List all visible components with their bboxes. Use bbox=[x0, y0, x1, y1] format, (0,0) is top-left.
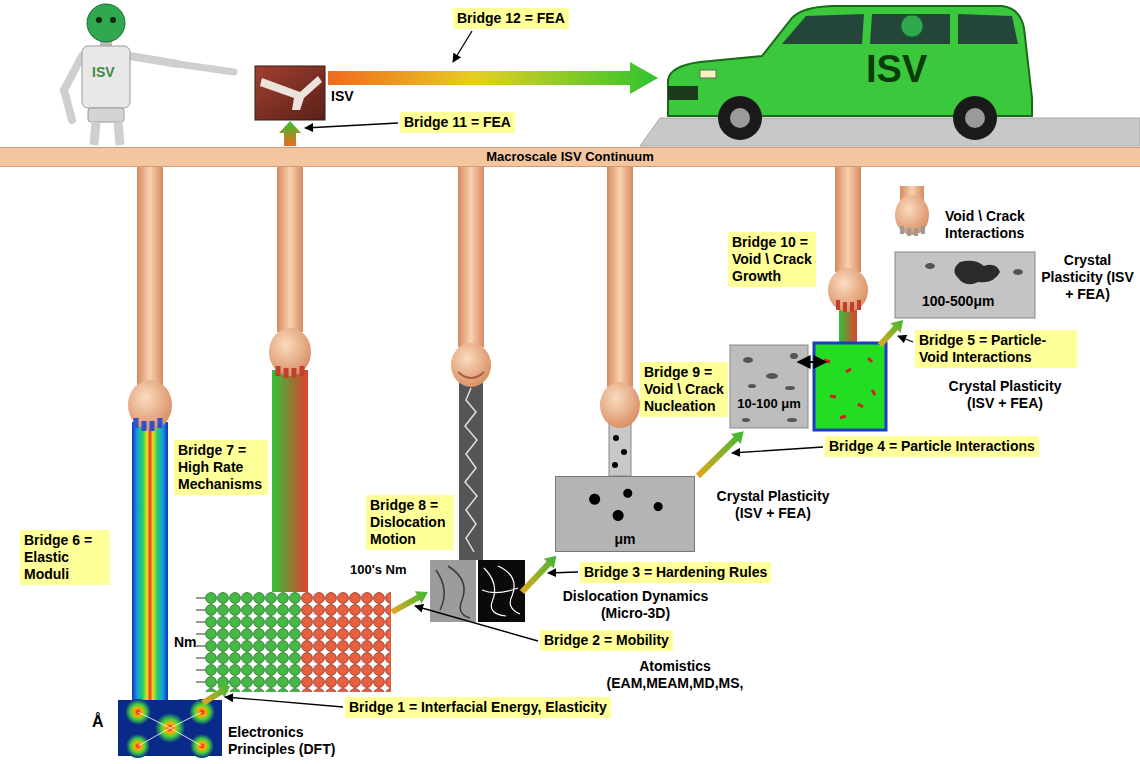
robot-mark: ISV bbox=[92, 64, 115, 81]
method-label: Crystal Plasticity (ISV + FEA) bbox=[1040, 252, 1135, 303]
node-text: Bridge 9 = Void \ Crack Nucleation bbox=[644, 364, 724, 415]
scale-label: Å bbox=[92, 712, 104, 731]
bridge-label: Bridge 3 = Hardening Rules bbox=[580, 562, 771, 583]
scale-label: 100-500μm bbox=[922, 293, 994, 310]
bridge-label: Bridge 8 = Dislocation Motion bbox=[366, 495, 454, 550]
scale-label: Nm bbox=[174, 634, 197, 651]
method-label: Electronics Principles (DFT) bbox=[228, 724, 353, 758]
method-label: Atomistics (EAM,MEAM,MD,MS, bbox=[600, 658, 750, 692]
node-text: Bridge 7 = High Rate Mechanisms bbox=[178, 442, 264, 493]
node-text: Bridge 2 = Mobility bbox=[544, 632, 669, 649]
bridge-label: Bridge 2 = Mobility bbox=[540, 630, 673, 651]
node-text: Bridge 5 = Particle-Void Interactions bbox=[919, 332, 1073, 366]
continuum-band: Macroscale ISV Continuum bbox=[0, 147, 1140, 167]
scale-label: Void \ Crack Interactions bbox=[945, 208, 1075, 242]
node-text: Bridge 3 = Hardening Rules bbox=[584, 564, 767, 581]
micro-scale-box: μm bbox=[555, 476, 695, 552]
node-text: Bridge 11 = FEA bbox=[404, 114, 511, 131]
node-text: Bridge 6 = Elastic Moduli bbox=[24, 532, 106, 583]
vehicle-mark: ISV bbox=[866, 46, 927, 92]
bridge-label: Bridge 12 = FEA bbox=[453, 8, 569, 29]
scale-label: 10-100 μm bbox=[730, 396, 808, 412]
bridge-label: Bridge 9 = Void \ Crack Nucleation bbox=[640, 362, 728, 417]
scale-label: 100's Nm bbox=[350, 562, 407, 578]
node-text: Bridge 8 = Dislocation Motion bbox=[370, 497, 450, 548]
node-text: Bridge 4 = Particle Interactions bbox=[829, 438, 1035, 455]
bridge-label: Bridge 10 = Void \ Crack Growth bbox=[728, 232, 816, 287]
method-label: Crystal Plasticity (ISV + FEA) bbox=[708, 488, 838, 522]
bridge-label: Bridge 5 = Particle-Void Interactions bbox=[915, 330, 1077, 368]
component-label: ISV bbox=[331, 88, 354, 105]
bridge-label: Bridge 1 = Interfacial Energy, Elasticit… bbox=[345, 697, 611, 718]
node-text: Bridge 12 = FEA bbox=[457, 10, 565, 27]
bridge-label: Bridge 7 = High Rate Mechanisms bbox=[174, 440, 268, 495]
bridge-label: Bridge 6 = Elastic Moduli bbox=[20, 530, 110, 585]
node-text: Bridge 1 = Interfacial Energy, Elasticit… bbox=[349, 699, 607, 716]
method-label: Crystal Plasticity (ISV + FEA) bbox=[940, 378, 1070, 412]
method-label: Dislocation Dynamics (Micro-3D) bbox=[558, 588, 713, 622]
bridge-label: Bridge 4 = Particle Interactions bbox=[825, 436, 1039, 457]
node-text: Bridge 10 = Void \ Crack Growth bbox=[732, 234, 812, 285]
node-text: Macroscale ISV Continuum bbox=[0, 148, 1140, 166]
node-text: μm bbox=[614, 531, 635, 548]
bridge-label: Bridge 11 = FEA bbox=[400, 112, 515, 133]
